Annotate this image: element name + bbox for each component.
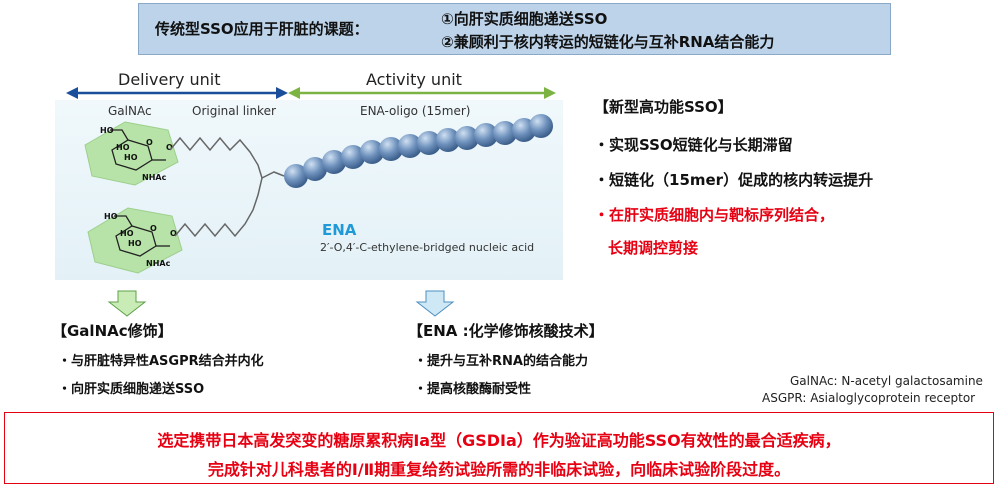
ena-oligo-label: ENA-oligo (15mer)	[360, 104, 471, 118]
ena-title: ENA	[322, 221, 357, 239]
galnac-section-bullet-2: ・向肝实质细胞递送SSO	[58, 382, 205, 397]
new-sso-bullet-3: ・在肝实质细胞内与靶标序列结合，	[594, 206, 835, 224]
svg-text:HO: HO	[128, 239, 142, 248]
delivery-arrow	[66, 87, 288, 99]
ena-section: 【ENA :化学修饰核酸技术】 ・提升与互补RNA的结合能力 ・提高核酸酶耐受性	[408, 320, 604, 397]
activity-arrow	[288, 87, 556, 99]
svg-text:O: O	[170, 229, 177, 238]
svg-text:HO: HO	[116, 143, 130, 152]
galnac-sugar-ring-2	[87, 207, 183, 274]
header-box: 传统型SSO应用于肝脏的课题： ①向肝实质细胞递送SSO ②兼顾利于核内转运的短…	[138, 3, 891, 55]
galnac-section-bullet-1: ・与肝脏特异性ASGPR结合并内化	[58, 354, 264, 369]
galnac-sugar-ring-1	[84, 121, 179, 186]
conclusion-line-2: 完成针对儿科患者的Ⅰ/Ⅱ期重复给药试验所需的非临床试验，向临床试验阶段过度。	[207, 460, 791, 479]
galnac-section-title: 【GalNAc修饰】	[52, 322, 173, 340]
sugar-skeletons	[110, 129, 170, 257]
header-title: 传统型SSO应用于肝脏的课题：	[155, 20, 369, 38]
svg-text:HO: HO	[120, 229, 134, 238]
conclusion-box: 选定携带日本高发突变的糖原累积病Ia型（GSDIa）作为验证高功能SSO有效性的…	[4, 412, 994, 484]
galnac-down-arrow	[107, 290, 147, 317]
svg-text:HO: HO	[104, 212, 118, 221]
galnac-section: 【GalNAc修饰】 ・与肝脏特异性ASGPR结合并内化 ・向肝实质细胞递送SS…	[52, 320, 264, 397]
svg-text:HO: HO	[124, 153, 138, 162]
svg-text:O: O	[150, 224, 157, 233]
ena-section-bullet-1: ・提升与互补RNA的结合能力	[414, 354, 588, 369]
header-item-2: ②兼顾利于核内转运的短链化与互补RNA结合能力	[441, 33, 775, 51]
nhac-label-2: NHAc	[146, 259, 171, 268]
new-sso-bullet-2: ・短链化（15mer）促成的核内转运提升	[594, 171, 874, 189]
ena-section-title: 【ENA :化学修饰核酸技术】	[408, 322, 604, 340]
new-sso-bullet-3-continuation: 长期调控剪接	[608, 239, 699, 257]
new-sso-title: 【新型高功能SSO】	[594, 98, 733, 116]
ena-description: 2′-O,4′-C-ethylene-bridged nucleic acid	[320, 241, 535, 254]
nhac-label-1: NHAc	[142, 173, 167, 182]
ena-section-bullet-2: ・提高核酸酶耐受性	[414, 382, 532, 397]
svg-text:HO: HO	[100, 126, 114, 135]
new-sso-bullet-1: ・实现SSO短链化与长期滞留	[594, 136, 793, 154]
delivery-unit-label: Delivery unit	[118, 70, 221, 89]
footnote-galnac: GalNAc: N-acetyl galactosamine	[790, 374, 983, 388]
galnac-label: GalNAc	[108, 104, 152, 118]
svg-text:O: O	[166, 143, 173, 152]
footnote-asgpr: ASGPR: Asialoglycoprotein receptor	[762, 391, 976, 405]
ena-oligo-beads	[284, 114, 553, 188]
conclusion-line-1: 选定携带日本高发突变的糖原累积病Ia型（GSDIa）作为验证高功能SSO有效性的…	[157, 431, 841, 450]
ena-down-arrow	[415, 290, 455, 317]
header-item-1: ①向肝实质细胞递送SSO	[441, 10, 608, 28]
linker-label: Original linker	[192, 104, 276, 118]
svg-text:O: O	[146, 138, 153, 147]
linker-chain	[169, 136, 285, 238]
activity-unit-label: Activity unit	[366, 70, 462, 89]
